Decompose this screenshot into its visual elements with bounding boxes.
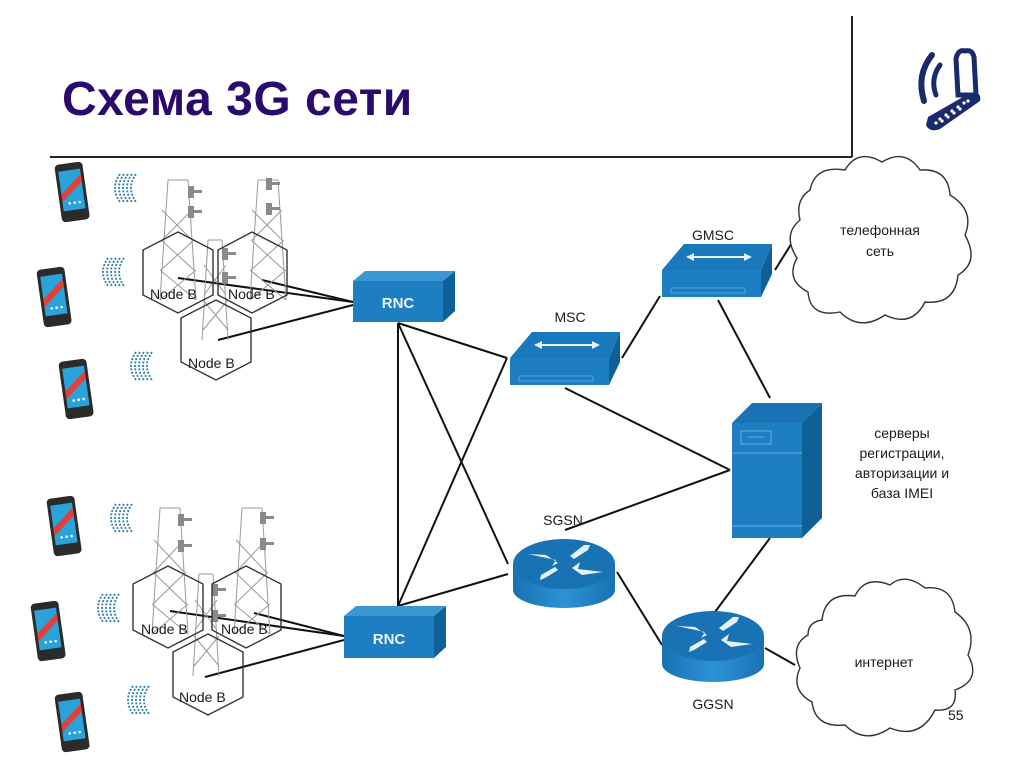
signal-waves-icon bbox=[97, 593, 120, 623]
signal-waves-icon bbox=[130, 351, 153, 381]
page-number: 55 bbox=[948, 707, 964, 723]
msc-label: MSC bbox=[554, 309, 585, 325]
node-b-label: Node B bbox=[179, 689, 226, 705]
node-b-label: Node B bbox=[141, 621, 188, 637]
signal-waves-icon bbox=[114, 173, 137, 203]
sgsn-router: SGSN bbox=[513, 512, 615, 608]
phone-network-label-line: сеть bbox=[866, 243, 894, 259]
node-b-label: Node B bbox=[221, 621, 268, 637]
signal-waves-icon bbox=[110, 503, 133, 533]
servers-label-line: авторизации и bbox=[855, 465, 949, 481]
gmsc-switch: GMSC bbox=[662, 227, 772, 297]
node-b-label: Node B bbox=[150, 286, 197, 302]
network-links bbox=[169, 237, 796, 678]
mobile-phone-signal-icon bbox=[918, 48, 981, 131]
registration-servers: серверы регистрации, авторизации и база … bbox=[732, 403, 949, 538]
servers-label-line: регистрации, bbox=[859, 445, 944, 461]
rnc-bottom: RNC bbox=[344, 606, 446, 658]
upper-cell-cluster: Node B Node B Node B bbox=[142, 178, 288, 381]
servers-label-line: база IMEI bbox=[871, 485, 933, 501]
gmsc-label: GMSC bbox=[692, 227, 734, 243]
rnc-label: RNC bbox=[382, 295, 415, 312]
smartphone-icon bbox=[30, 600, 66, 662]
phone-network-label-line: телефонная bbox=[840, 222, 920, 238]
internet-label: интернет bbox=[855, 654, 914, 670]
mobile-devices bbox=[30, 161, 153, 753]
slide-title: Схема 3G сети bbox=[62, 73, 413, 126]
smartphone-icon bbox=[54, 691, 90, 753]
smartphone-icon bbox=[54, 161, 90, 223]
node-b-label: Node B bbox=[228, 286, 275, 302]
signal-waves-icon bbox=[127, 685, 150, 715]
servers-label-line: серверы bbox=[874, 425, 930, 441]
smartphone-icon bbox=[46, 495, 82, 557]
node-b-label: Node B bbox=[188, 355, 235, 371]
lower-cell-cluster: Node B Node B Node B bbox=[132, 507, 282, 716]
msc-switch: MSC bbox=[510, 309, 620, 385]
rnc-top: RNC bbox=[353, 271, 455, 322]
smartphone-icon bbox=[36, 266, 72, 328]
rnc-label: RNC bbox=[373, 631, 406, 648]
ggsn-router: GGSN bbox=[662, 611, 764, 712]
internet-cloud: интернет bbox=[795, 578, 974, 737]
sgsn-label: SGSN bbox=[543, 512, 583, 528]
smartphone-icon bbox=[58, 358, 94, 420]
phone-network-cloud: телефонная сеть bbox=[789, 155, 972, 324]
signal-waves-icon bbox=[102, 257, 125, 287]
ggsn-label: GGSN bbox=[692, 696, 733, 712]
